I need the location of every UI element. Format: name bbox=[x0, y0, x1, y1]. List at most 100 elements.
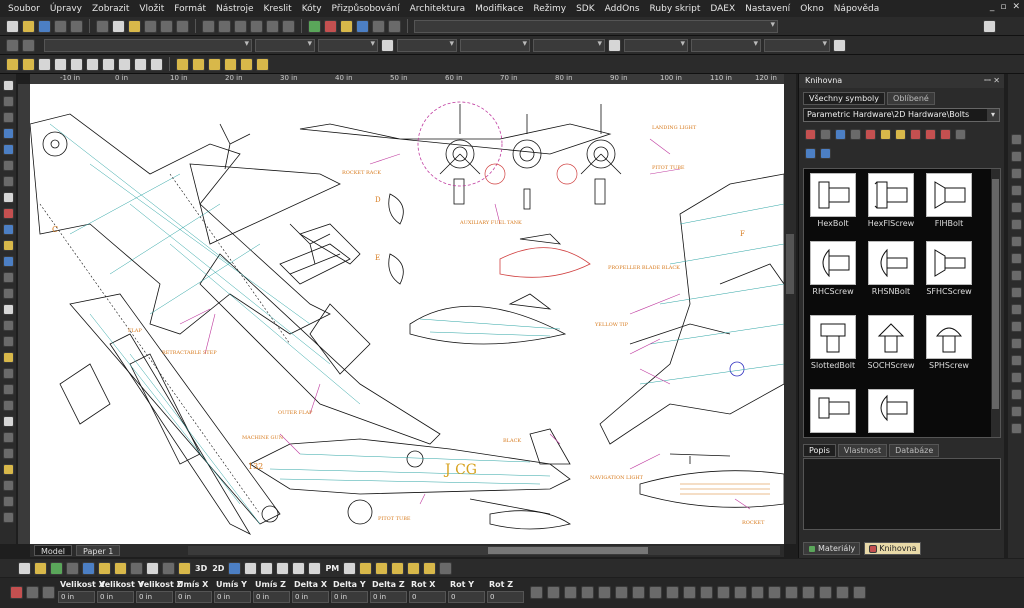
transform-copy-icon[interactable] bbox=[547, 586, 560, 599]
symbol-rhsnbolt[interactable]: RHSNBolt bbox=[862, 241, 920, 296]
menu-rezimy[interactable]: Režimy bbox=[533, 3, 567, 14]
right-tool-7-icon[interactable] bbox=[1010, 236, 1022, 247]
style-icon[interactable] bbox=[608, 38, 621, 52]
cancel-icon[interactable] bbox=[10, 586, 23, 599]
osnap-icon[interactable] bbox=[82, 561, 95, 575]
linetype-dropdown[interactable] bbox=[318, 38, 378, 52]
minimize-button[interactable]: _ bbox=[989, 2, 995, 12]
transform-array-icon[interactable] bbox=[615, 586, 628, 599]
snap-parallel-icon[interactable] bbox=[423, 561, 437, 575]
right-tool-4-icon[interactable] bbox=[1010, 185, 1022, 196]
right-tool-10-icon[interactable] bbox=[1010, 287, 1022, 298]
dimension-tool-icon[interactable] bbox=[2, 208, 14, 219]
format-painter-icon[interactable] bbox=[144, 19, 157, 33]
render-icon[interactable] bbox=[324, 19, 337, 33]
back-icon[interactable] bbox=[805, 129, 816, 140]
zoom-in-icon[interactable] bbox=[202, 19, 215, 33]
tab-all-symbols[interactable]: Všechny symboly bbox=[803, 92, 886, 105]
move-tool-icon[interactable] bbox=[2, 304, 14, 315]
door-tool-icon[interactable] bbox=[2, 480, 14, 491]
right-tool-8-icon[interactable] bbox=[1010, 253, 1022, 264]
tab-popis[interactable]: Popis bbox=[803, 444, 836, 457]
close-icon[interactable] bbox=[26, 586, 39, 599]
save-all-icon[interactable] bbox=[54, 19, 67, 33]
symbol-grid-scrollbar[interactable] bbox=[991, 169, 1000, 437]
view-iso-ne-icon[interactable] bbox=[102, 57, 115, 71]
redo-icon[interactable] bbox=[176, 19, 189, 33]
transform-rotate-icon[interactable] bbox=[564, 586, 577, 599]
right-tool-6-icon[interactable] bbox=[1010, 219, 1022, 230]
symbol-sphscrew[interactable]: SPHScrew bbox=[920, 315, 978, 370]
print-icon[interactable] bbox=[70, 19, 83, 33]
view-back-icon[interactable] bbox=[38, 57, 51, 71]
open-file-icon[interactable] bbox=[22, 19, 35, 33]
symbol-hexflscrew[interactable]: HexFlScrew bbox=[862, 173, 920, 228]
snap-midpoint-icon[interactable] bbox=[260, 561, 274, 575]
menu-daex[interactable]: DAEX bbox=[710, 3, 736, 14]
material-icon[interactable] bbox=[356, 19, 369, 33]
lineweight-dropdown[interactable] bbox=[397, 38, 457, 52]
transform-move-icon[interactable] bbox=[530, 586, 543, 599]
transform-mirror-icon[interactable] bbox=[598, 586, 611, 599]
symbol-sochscrew[interactable]: SOCHScrew bbox=[862, 315, 920, 370]
selection-cycle-icon[interactable] bbox=[178, 561, 191, 575]
snap-intersection-icon[interactable] bbox=[292, 561, 306, 575]
transform-scale-icon[interactable] bbox=[581, 586, 594, 599]
curve-tool-icon[interactable] bbox=[2, 160, 14, 171]
field-pos-y[interactable]: 0 in bbox=[214, 591, 251, 603]
menu-okno[interactable]: Okno bbox=[800, 3, 824, 14]
symbol-unnamed-1[interactable] bbox=[804, 389, 862, 435]
box-tool-icon[interactable] bbox=[2, 272, 14, 283]
drawing-canvas[interactable]: C D E F ROCKET RACK LANDING LIGHT PITOT … bbox=[30, 84, 784, 544]
view-bottom-icon[interactable] bbox=[86, 57, 99, 71]
transparency-dropdown[interactable] bbox=[764, 38, 830, 52]
menu-ruby-skript[interactable]: Ruby skript bbox=[649, 3, 701, 14]
symbol-slottedbolt[interactable]: SlottedBolt bbox=[804, 315, 862, 370]
grid-icon[interactable] bbox=[34, 561, 47, 575]
measure-tool-icon[interactable] bbox=[2, 416, 14, 427]
transform-stretch-icon[interactable] bbox=[649, 586, 662, 599]
field-size-z[interactable]: 0 in bbox=[136, 591, 173, 603]
snap-perpendicular-icon[interactable] bbox=[308, 561, 322, 575]
right-tool-3-icon[interactable] bbox=[1010, 168, 1022, 179]
scale-tool-icon[interactable] bbox=[2, 336, 14, 347]
field-size-y[interactable]: 0 in bbox=[97, 591, 134, 603]
menu-addons[interactable]: AddOns bbox=[604, 3, 640, 14]
zoom-extents-icon[interactable] bbox=[250, 19, 263, 33]
shade-material-icon[interactable] bbox=[240, 57, 253, 71]
shade-wire-icon[interactable] bbox=[176, 57, 189, 71]
transform-group-icon[interactable] bbox=[802, 586, 815, 599]
properties-icon[interactable] bbox=[372, 19, 385, 33]
shade-render-icon[interactable] bbox=[256, 57, 269, 71]
right-tool-14-icon[interactable] bbox=[1010, 355, 1022, 366]
tab-knihovna[interactable]: Knihovna bbox=[864, 542, 922, 555]
arc-tool-icon[interactable] bbox=[2, 128, 14, 139]
help-icon[interactable] bbox=[388, 19, 401, 33]
right-tool-12-icon[interactable] bbox=[1010, 321, 1022, 332]
layer-icon[interactable] bbox=[6, 38, 19, 52]
transform-ungroup-icon[interactable] bbox=[819, 586, 832, 599]
select-arrow-icon[interactable] bbox=[2, 80, 14, 91]
menu-upravy[interactable]: Úpravy bbox=[49, 3, 83, 14]
lineweight-icon[interactable] bbox=[381, 38, 394, 52]
transform-erase-icon[interactable] bbox=[853, 586, 866, 599]
field-rot-y[interactable]: 0 bbox=[448, 591, 485, 603]
light-icon[interactable] bbox=[340, 19, 353, 33]
snap-quadrant-icon[interactable] bbox=[375, 561, 389, 575]
shade-flat-icon[interactable] bbox=[208, 57, 221, 71]
copy-icon[interactable] bbox=[112, 19, 125, 33]
forward-icon[interactable] bbox=[820, 129, 831, 140]
field-rot-x[interactable]: 0 bbox=[409, 591, 446, 603]
text-tool-icon[interactable] bbox=[2, 192, 14, 203]
quick-props-icon[interactable] bbox=[162, 561, 175, 575]
trim-tool-icon[interactable] bbox=[2, 368, 14, 379]
layer-dropdown[interactable] bbox=[44, 38, 252, 52]
transform-chamfer-icon[interactable] bbox=[734, 586, 747, 599]
view-small-icons-icon[interactable] bbox=[820, 148, 831, 159]
scale-dropdown[interactable] bbox=[691, 38, 761, 52]
track-icon[interactable] bbox=[98, 561, 111, 575]
close-button[interactable]: ✕ bbox=[1012, 2, 1020, 12]
line-tool-icon[interactable] bbox=[2, 96, 14, 107]
check-icon[interactable] bbox=[308, 19, 321, 33]
right-tool-15-icon[interactable] bbox=[1010, 372, 1022, 383]
